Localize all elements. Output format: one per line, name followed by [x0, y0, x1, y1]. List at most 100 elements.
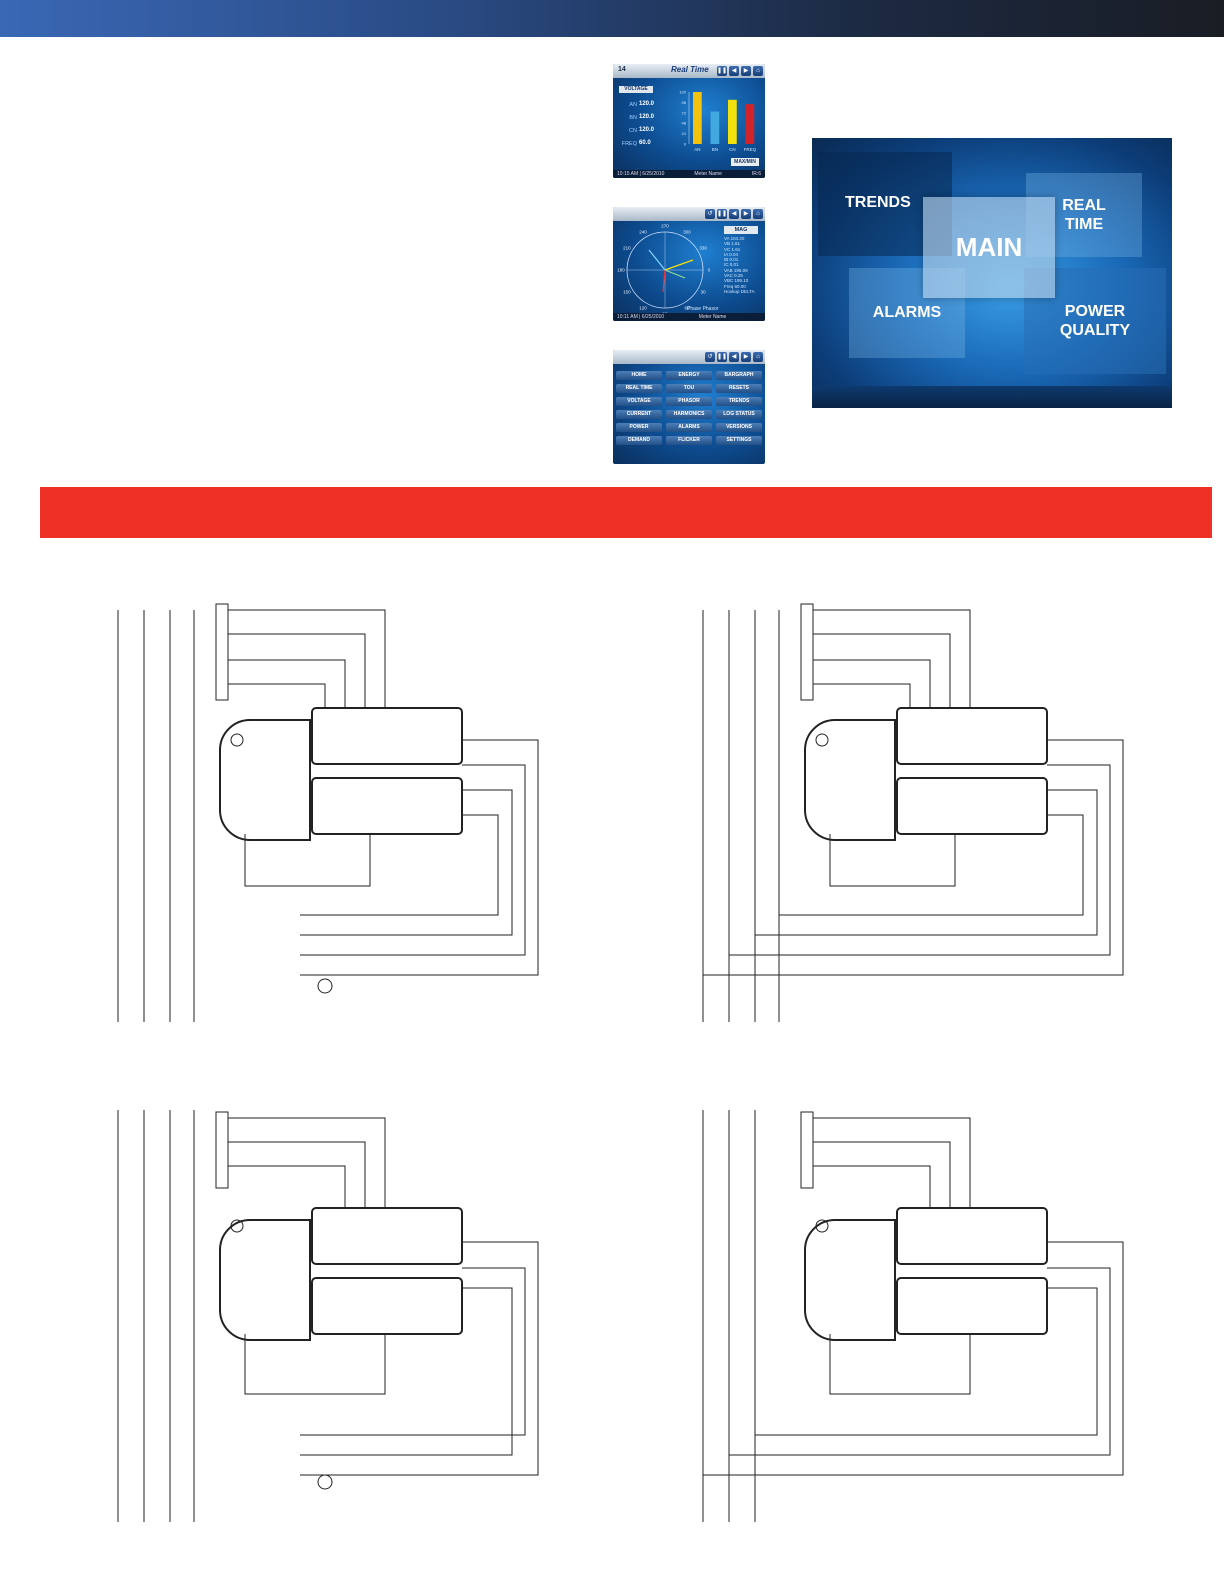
angle-label: 300: [683, 229, 691, 234]
mag-value: IA 0.04: [724, 251, 739, 257]
header-bar: [0, 0, 1224, 37]
screen-header: ↺ ❚❚ ◀ ▶ ⌂: [613, 350, 765, 364]
left-arrow-icon[interactable]: ◀: [729, 352, 739, 362]
angle-label: 330: [699, 246, 707, 251]
phasor-vector-d: [664, 269, 686, 279]
menu-item-harmonics[interactable]: HARMONICS: [666, 410, 712, 419]
y-tick-label: 0: [684, 142, 687, 147]
main-tile[interactable]: MAIN: [923, 197, 1055, 298]
phasor-vector-b: [648, 249, 666, 271]
home-icon[interactable]: ⌂: [753, 352, 763, 362]
wiring-diagram-bottom-right: [702, 1110, 1124, 1522]
page-number: 14: [618, 66, 626, 73]
screen-footer: 10:11 AM | 6/25/2010 Meter Name: [613, 313, 765, 321]
power-line2: QUALITY: [1059, 322, 1131, 339]
phasor-diagram: 2702403002103301800150301206090: [617, 224, 711, 317]
pause-icon[interactable]: ❚❚: [717, 352, 728, 362]
y-tick-label: 120: [679, 90, 686, 95]
wiring-diagram-top-left: [117, 603, 539, 1022]
right-arrow-icon[interactable]: ▶: [741, 209, 751, 219]
mag-value: VC 1.61: [724, 246, 741, 252]
mag-value: VBC 195.10: [724, 278, 749, 284]
voltage-row-label: FREQ: [621, 141, 637, 147]
voltage-row-value: 120.0: [639, 127, 655, 133]
voltage-row-value: 120.0: [639, 114, 655, 120]
footer-right: IR:6: [751, 171, 761, 177]
y-tick-label: 96: [682, 100, 687, 105]
left-arrow-icon[interactable]: ◀: [729, 209, 739, 219]
x-tick-label: BN: [712, 147, 718, 152]
panel-bottom-strip: [812, 386, 1172, 408]
menu-item-bargraph[interactable]: BARGRAPH: [716, 371, 762, 380]
screen-header: ↺ ❚❚ ◀ ▶ ⌂: [613, 207, 765, 221]
mag-value: VAC 0.25: [724, 273, 743, 279]
voltage-row-label: AN: [629, 102, 637, 108]
home-icon[interactable]: ⌂: [753, 66, 763, 76]
menu-item-voltage[interactable]: VOLTAGE: [616, 397, 662, 406]
wiring-diagram-bottom-left: [117, 1110, 539, 1522]
back-icon[interactable]: ↺: [705, 352, 715, 362]
menu-item-power[interactable]: POWER: [616, 423, 662, 432]
phasor-vector-c: [662, 269, 666, 293]
wiring-diagram-top-right: [702, 603, 1124, 1022]
menu-item-flicker[interactable]: FLICKER: [666, 436, 712, 445]
voltage-row-label: BN: [629, 115, 637, 121]
pause-icon[interactable]: ❚❚: [717, 66, 728, 76]
menu-item-demand[interactable]: DEMAND: [616, 436, 662, 445]
menu-item-trends[interactable]: TRENDS: [716, 397, 762, 406]
pause-icon[interactable]: ❚❚: [717, 209, 728, 219]
menu-item-real-time[interactable]: REAL TIME: [616, 384, 662, 393]
angle-label: 210: [623, 246, 631, 251]
mag-value: VB 1.61: [724, 241, 741, 247]
voltage-header: VOLTAGE: [619, 86, 653, 93]
menu-item-resets[interactable]: RESETS: [716, 384, 762, 393]
section-banner: [40, 487, 1212, 538]
menu-item-tou[interactable]: TOU: [666, 384, 712, 393]
right-arrow-icon[interactable]: ▶: [741, 352, 751, 362]
footer-time: 10:15 AM | 6/25/2010: [617, 171, 665, 177]
home-icon[interactable]: ⌂: [753, 209, 763, 219]
mag-value: IC 0.01: [724, 262, 739, 268]
left-arrow-icon[interactable]: ◀: [729, 66, 739, 76]
footer-meter: Meter Name: [694, 171, 722, 177]
screen-footer: 10:15 AM | 6/25/2010 Meter Name IR:6: [613, 170, 765, 178]
menu-item-phasor[interactable]: PHASOR: [666, 397, 712, 406]
menu-grid: HOME ENERGY BARGRAPH REAL TIME TOU RESETS VOLT…: [616, 371, 762, 445]
mag-value: Hookup DELTA: [724, 288, 755, 294]
angle-label: 0: [708, 268, 711, 273]
x-tick-label: AN: [694, 147, 700, 152]
menu-item-alarms[interactable]: ALARMS: [666, 423, 712, 432]
screen-header: 14 Real Time ❚❚ ◀ ▶ ⌂: [613, 64, 765, 78]
real-time-line1: REAL: [1062, 197, 1106, 214]
mag-value: VAB 195.09: [724, 267, 748, 273]
mag-value: VA 104.20: [724, 236, 745, 241]
power-line1: POWER: [1064, 303, 1126, 320]
menu-item-home[interactable]: HOME: [616, 371, 662, 380]
right-arrow-icon[interactable]: ▶: [741, 66, 751, 76]
menu-item-energy[interactable]: ENERGY: [666, 371, 712, 380]
bar: [710, 111, 720, 144]
y-tick-label: 24: [682, 131, 687, 136]
bar: [728, 99, 737, 144]
alarms-label: ALARMS: [872, 304, 942, 321]
angle-label: 60: [684, 306, 690, 311]
mag-value: Freq 60.00: [724, 283, 746, 289]
back-icon[interactable]: ↺: [705, 209, 715, 219]
menu-item-versions[interactable]: VERSIONS: [716, 423, 762, 432]
mag-header: MAG: [724, 226, 758, 234]
menu-item-log-status[interactable]: LOG STATUS: [716, 410, 762, 419]
screen-title: Real Time: [671, 65, 709, 74]
menu-item-current[interactable]: CURRENT: [616, 410, 662, 419]
voltage-row-value: 60.0: [639, 140, 651, 146]
menu-item-settings[interactable]: SETTINGS: [716, 436, 762, 445]
y-tick-label: 72: [682, 110, 687, 115]
footer-time: 10:11 AM | 6/25/2010: [617, 314, 665, 320]
footer-meter: Meter Name: [698, 314, 727, 320]
maxmin-button[interactable]: MAX/MIN: [731, 158, 759, 166]
angle-label: 150: [623, 290, 631, 295]
